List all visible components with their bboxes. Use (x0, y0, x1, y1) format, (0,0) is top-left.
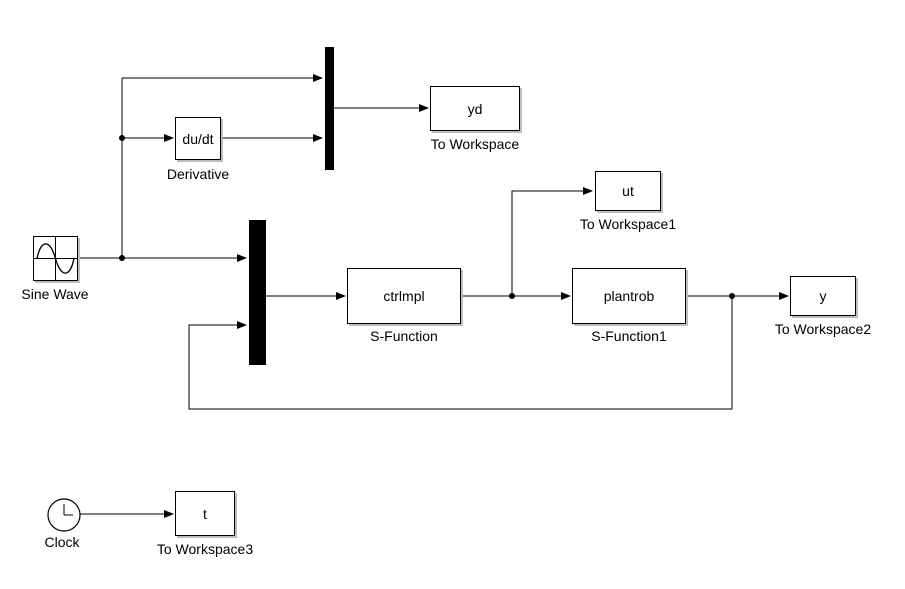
to-workspace2-label: To Workspace2 (774, 321, 872, 337)
sine-wave-icon (34, 237, 77, 280)
branch-point (509, 293, 515, 299)
to-workspace1-label: To Workspace1 (579, 216, 677, 232)
to-workspace2-y-block[interactable]: y (790, 276, 856, 316)
to-workspace-label: To Workspace (430, 136, 520, 152)
s-function-ctrl-block[interactable]: ctrlmpl (347, 268, 461, 324)
branch-point (119, 255, 125, 261)
to-workspace3-label: To Workspace3 (156, 541, 254, 557)
to-workspace1-ut-block[interactable]: ut (595, 171, 661, 211)
line-feedback[interactable] (188, 296, 733, 410)
s-function1-label: S-Function1 (591, 328, 667, 344)
line-ctrl-to-ut[interactable] (511, 187, 593, 296)
mux-block-1[interactable] (325, 47, 334, 170)
t-text: t (203, 505, 207, 522)
yd-text: yd (467, 100, 483, 117)
to-workspace-yd-block[interactable]: yd (430, 86, 520, 131)
y-text: y (819, 288, 827, 304)
clock-block[interactable] (47, 498, 81, 532)
s-function-label: S-Function (370, 328, 438, 344)
derivative-label: Derivative (166, 166, 230, 182)
clock-icon (47, 498, 81, 532)
branch-point (119, 135, 125, 141)
derivative-block[interactable]: du/dt (175, 117, 221, 160)
branch-point (729, 293, 735, 299)
plant-text: plantrob (603, 288, 655, 304)
to-workspace3-t-block[interactable]: t (175, 491, 235, 536)
mux-block-2[interactable] (249, 220, 266, 365)
ctrl-text: ctrlmpl (383, 288, 425, 304)
sine-wave-label: Sine Wave (21, 286, 89, 302)
s-function1-plant-block[interactable]: plantrob (572, 268, 686, 324)
clock-label: Clock (44, 534, 80, 550)
ut-text: ut (622, 183, 634, 199)
sine-wave-block[interactable] (33, 236, 78, 281)
derivative-text: du/dt (182, 130, 214, 147)
